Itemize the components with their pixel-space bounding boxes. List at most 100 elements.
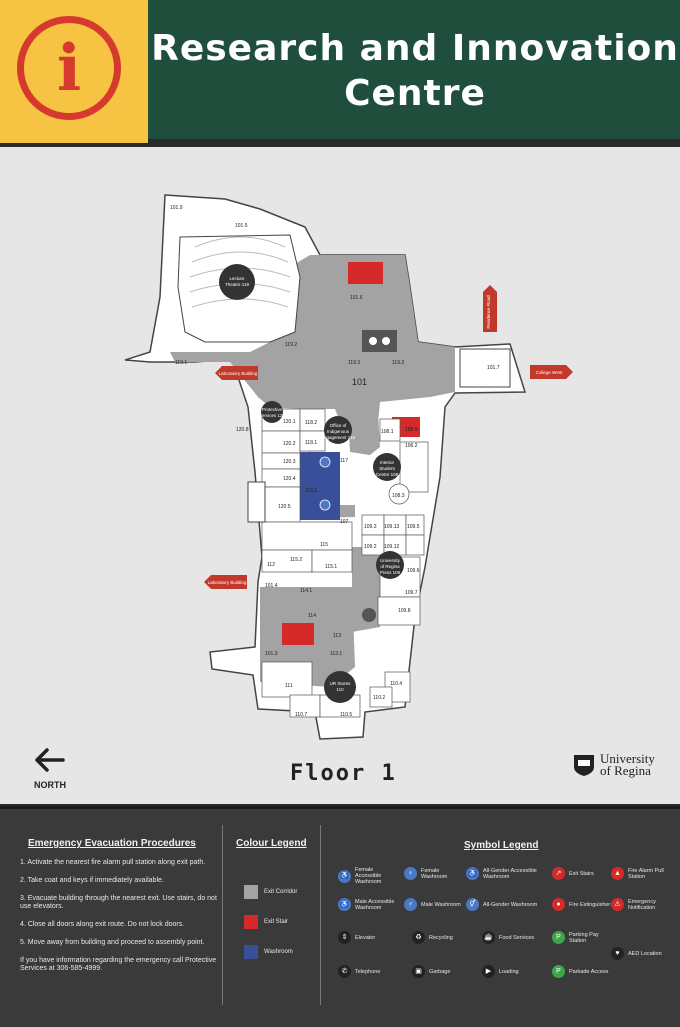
room-115-1: 115.1 bbox=[325, 564, 337, 570]
telephone-label: Telephone bbox=[355, 968, 381, 975]
loading-icon: ▶ bbox=[482, 965, 495, 978]
aed-icon: ♥ bbox=[611, 947, 624, 960]
all-gender-accessible-legend: ♿All-Gender Accessible Washroom bbox=[466, 867, 543, 880]
student-centre-marker bbox=[373, 453, 401, 481]
fire-extinguisher-label: Fire Extinguisher bbox=[569, 901, 611, 908]
room-101-6: 101.6 bbox=[350, 295, 363, 301]
room-108-9: 108.9 bbox=[405, 427, 418, 433]
room-108-3: 108.3 bbox=[392, 493, 405, 499]
exit-stair-swatch bbox=[244, 915, 258, 929]
female-icon: ♀ bbox=[404, 867, 417, 880]
fire-alarm-icon: ▲ bbox=[611, 867, 624, 880]
evacuation-steps: 1. Activate the nearest fire alarm pull … bbox=[20, 859, 220, 983]
exit-corridor-label: Exit Corridor bbox=[264, 889, 298, 895]
university-name-line-1: University bbox=[600, 751, 655, 766]
recycling-label: Recycling bbox=[429, 934, 453, 941]
arrow-laboratory-top-label: Laboratory Building bbox=[219, 371, 258, 376]
east-annex bbox=[459, 348, 511, 388]
protective-services-label-2: Services 120 bbox=[259, 413, 286, 418]
evacuation-step: 2. Take coat and keys if immediately ava… bbox=[20, 877, 164, 884]
male-label: Male Washroom bbox=[421, 901, 461, 908]
exit-stairs-legend: ↗Exit Stairs bbox=[552, 867, 613, 880]
room-120-5: 120.5 bbox=[278, 504, 291, 510]
room-114: 114 bbox=[308, 613, 316, 619]
room-101: 101 bbox=[352, 377, 367, 387]
ur-stores-label-2: 110 bbox=[336, 687, 344, 692]
emergency-notification-icon: ⚠ bbox=[611, 898, 624, 911]
fire-alarm-label: Fire Alarm Pull Station bbox=[628, 867, 664, 880]
room-119-3b: 119.3 bbox=[392, 360, 404, 366]
evacuation-title: Emergency Evacuation Procedures bbox=[28, 838, 196, 849]
aed-legend: ♥ AED Location bbox=[611, 947, 670, 960]
university-name-line-2: of Regina bbox=[600, 763, 651, 778]
colour-legend-washroom: Washroom bbox=[244, 945, 293, 959]
washroom-swatch bbox=[244, 945, 258, 959]
food-services-icon: ☕ bbox=[482, 931, 495, 944]
room-101-7: 101.7 bbox=[487, 365, 500, 371]
indigenous-label-1: Office of bbox=[330, 423, 347, 428]
header-banner: i Research and Innovation Centre bbox=[0, 0, 680, 143]
room-109-2: 109.2 bbox=[364, 544, 377, 550]
elevator-block bbox=[362, 330, 397, 352]
room-110-7: 110.7 bbox=[295, 712, 307, 718]
room-108-1: 108.1 bbox=[381, 429, 394, 435]
exit-corridor-swatch bbox=[244, 885, 258, 899]
fire-extinguisher-icon: ● bbox=[552, 898, 565, 911]
arrow-residence-label: Residence Road bbox=[486, 295, 491, 329]
garbage-label: Garbage bbox=[429, 968, 451, 975]
parking-pay-icon: P bbox=[552, 931, 565, 944]
room-113: 113 bbox=[333, 633, 341, 639]
room-106-2: 106.2 bbox=[405, 443, 418, 449]
footer-legend: Emergency Evacuation Procedures 1. Activ… bbox=[0, 806, 680, 1027]
room-109-6: 109.6 bbox=[407, 568, 420, 574]
evacuation-step: 4. Close all doors along exit route. Do … bbox=[20, 921, 185, 928]
emergency-notification-legend: ⚠Emergency Notification bbox=[611, 898, 670, 911]
stairwell-circle bbox=[362, 608, 376, 622]
room-111: 111 bbox=[285, 683, 293, 689]
food-services-legend: ☕ Food Services bbox=[482, 931, 543, 944]
fire-alarm-legend: ▲ Fire Alarm Pull Station bbox=[611, 867, 670, 880]
room-110-5: 110.5 bbox=[340, 712, 352, 718]
exit-corridor-north bbox=[348, 412, 380, 455]
title-line-2: Centre bbox=[344, 73, 486, 114]
lecture-theatre-label-2: Theatre 119 bbox=[225, 282, 249, 287]
room-116-1: 116.1 bbox=[305, 488, 317, 494]
room-118-1: 118.1 bbox=[305, 440, 317, 446]
male-accessible-label: Male Accessible Washroom bbox=[355, 898, 395, 911]
indigenous-label-3: Engagement 118 bbox=[321, 435, 355, 440]
ur-stores-marker bbox=[324, 671, 356, 703]
all-gender-legend: ⚥All-Gender Washroom bbox=[466, 898, 543, 911]
press-label-2: of Regina bbox=[380, 564, 400, 569]
fire-extinguisher-legend: ● Fire Extinguisher bbox=[552, 898, 613, 911]
female-legend: ♀ Female Washroom bbox=[404, 867, 465, 880]
press-label-3: Press 109 bbox=[380, 570, 401, 575]
floor-plan-svg: Lecture Theatre 119 bbox=[124, 194, 573, 740]
evacuation-step: 5. Move away from building and proceed t… bbox=[20, 939, 205, 946]
arrow-residence: Residence Road bbox=[483, 285, 497, 332]
room-120-4: 120.4 bbox=[283, 476, 296, 482]
all-gender-accessible-icon: ♿ bbox=[466, 867, 479, 880]
room-101-4: 101.4 bbox=[265, 583, 278, 589]
room-114-1: 114.1 bbox=[300, 588, 312, 594]
room-101-5: 101.5 bbox=[235, 223, 248, 229]
arrow-laboratory-top: Laboratory Building bbox=[215, 366, 258, 380]
west-rooms bbox=[261, 408, 353, 573]
recycling-icon: ♻ bbox=[412, 931, 425, 944]
arrow-college-west-label: College West bbox=[536, 370, 563, 375]
parkade-label: Parkade Access bbox=[569, 968, 609, 975]
aed-label: AED Location bbox=[628, 950, 662, 957]
food-services-label: Food Services bbox=[499, 934, 535, 941]
indigenous-label-2: Indigenous bbox=[327, 429, 350, 434]
room-109-3: 109.3 bbox=[364, 524, 377, 530]
arrow-laboratory-left-label: Laboratory Building bbox=[208, 580, 247, 585]
info-panel: i bbox=[0, 0, 148, 143]
room-119-2: 119.2 bbox=[285, 342, 297, 348]
west-annex bbox=[247, 481, 266, 523]
loading-label: Loading bbox=[499, 968, 519, 975]
female-label: Female Washroom bbox=[421, 867, 448, 880]
garbage-icon: ▣ bbox=[412, 965, 425, 978]
loading-legend: ▶ Loading bbox=[482, 965, 543, 978]
room-109-5: 109.5 bbox=[407, 524, 420, 530]
